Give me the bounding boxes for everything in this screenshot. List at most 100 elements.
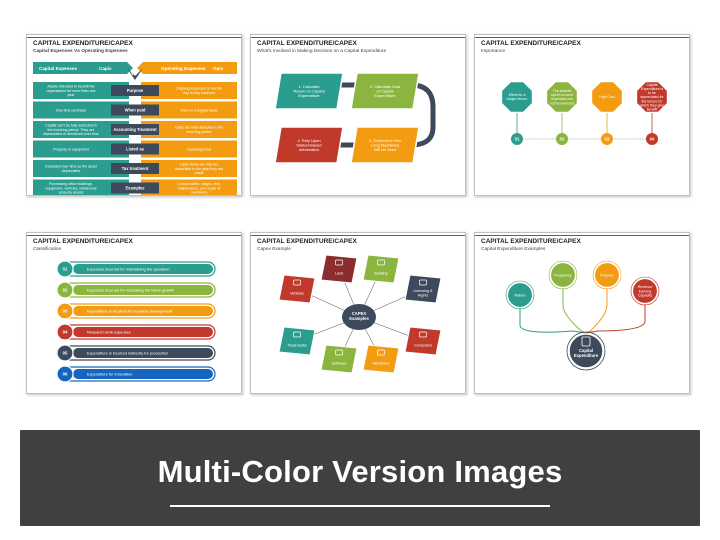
classification-label: Expenditure is incurred indirectly for p… [87,350,168,355]
classification-number-badge [56,302,74,320]
capex-row-text: Purchasing office buildings,equipment, v… [46,182,97,194]
importance-octagon [547,82,577,112]
slide-subtitle: Importance [481,49,505,54]
capex-tree-node-ring [592,260,622,290]
classification-bar [73,285,213,295]
importance-number-badge [556,133,568,145]
opex-row-text: Consumables, wages, rent,maintenance, an… [177,182,221,194]
comparison-table: Capital Expenses Capix Operating Expense… [33,62,237,195]
document-icon [581,336,591,347]
classification-bar [73,369,213,379]
importance-number: 03 [605,136,610,141]
capex-example-tile [404,326,442,356]
slide-title: CAPITAL EXPENDITURE/CAPEX [33,40,133,47]
classification-label: Research work expenses [87,329,131,334]
capex-tree-branch [519,307,587,334]
capex-example-label: Vehicles [290,291,304,295]
capex-tree-node-label: Purpose [600,273,614,277]
vs-label: VS [131,71,137,76]
capex-row-cell [33,82,129,99]
capex-tree-node-ring [548,260,578,290]
capex-example-tile [320,344,358,374]
capex-header-label: Capital Expenses [39,66,77,71]
opex-row-cell [141,179,237,195]
criteria-label: Tax treatment [122,166,149,171]
classification-label: Expenses incurred for increasing the fut… [87,287,174,292]
capex-example-label: Machinery [372,361,389,365]
slide-accent-line [27,235,241,236]
slide-accent-line [251,235,465,236]
criteria-cell [111,104,159,116]
slide-title: CAPITAL EXPENDITURE/CAPEX [33,238,133,245]
slide-title: CAPITAL EXPENDITURE/CAPEX [257,238,357,245]
capex-row-text: One-time purchase [56,108,87,112]
slide-classification[interactable]: CAPITAL EXPENDITURE/CAPEX Classification… [26,232,242,394]
criteria-cell [111,143,159,155]
slide-decision-process[interactable]: CAPITAL EXPENDITURE/CAPEX What's Involve… [250,34,466,196]
classification-bar [73,264,213,274]
capex-example-tile [278,326,316,356]
capex-row-cell [33,179,129,195]
classification-number: 06 [63,372,68,377]
slide-subtitle: Capex Example [257,247,291,252]
slide-capex-examples[interactable]: CAPITAL EXPENDITURE/CAPEX Capital Expend… [474,232,690,394]
capex-example-label: Land [335,271,343,275]
decision-step-shape [274,126,344,164]
opex-header-abbr: Opix [213,66,224,71]
opex-row-cell [141,160,237,177]
importance-number-badge [511,133,523,145]
slide-accent-line [475,235,689,236]
classification-number: 04 [63,330,68,335]
importance-number: 04 [650,136,655,141]
slide-title: CAPITAL EXPENDITURE/CAPEX [481,238,581,245]
capex-header-bar [33,62,133,74]
slide-subtitle: What's Involved in Making Decision on a … [257,49,387,54]
capex-row-cell [33,101,129,119]
classification-bar [73,306,213,316]
capex-header-abbr: Capix [99,66,112,71]
decision-step-shape [350,126,420,164]
capex-tree-node [593,261,621,289]
criteria-label: When paid [125,107,146,112]
capex-example-label: Computers [414,343,432,347]
importance-number: 02 [560,136,565,141]
asset-icon [293,279,301,286]
capex-tree-branch [562,287,587,334]
criteria-cell [111,124,159,135]
capex-tree-node [631,277,659,305]
slide-capex-vs-opex[interactable]: CAPITAL EXPENDITURE/CAPEX Capital Expens… [26,34,242,196]
classification-number-badge [56,260,74,278]
capex-tree-root [568,333,604,369]
capex-row-cell [33,140,129,158]
capex-tree-node-ring [505,280,535,310]
opex-row-text: Paid on a regular basis [181,108,218,112]
capex-hub-center [342,304,376,330]
slide-accent-line [475,37,689,38]
classification-label: Expenses incurred for maintaining the op… [87,266,170,271]
criteria-label: Accounting Treatment [113,127,157,132]
asset-icon [377,259,385,266]
opex-header-bar [137,62,237,74]
slide-capex-example[interactable]: CAPITAL EXPENDITURE/CAPEX Capex Example … [250,232,466,394]
asset-icon [293,331,301,338]
capex-example-tile [404,274,442,304]
classification-bar [73,327,213,337]
opex-header-label: Operating Expenses [161,66,206,71]
capex-example-tile [362,344,400,374]
banner-title: Multi-Color Version Images [157,454,563,489]
